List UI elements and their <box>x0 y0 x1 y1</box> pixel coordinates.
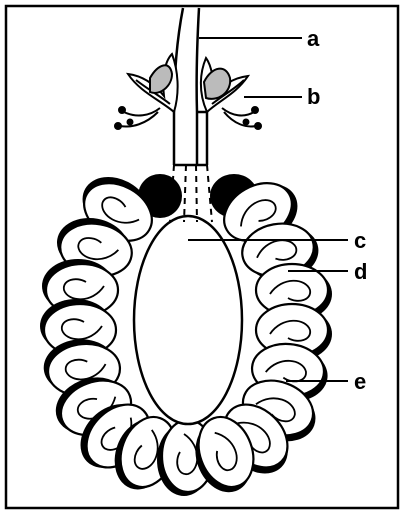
label-d: d <box>354 259 367 284</box>
label-e: e <box>354 369 366 394</box>
label-a: a <box>307 26 320 51</box>
label-c: c <box>354 228 366 253</box>
label-b: b <box>307 84 320 109</box>
central-receptacle <box>134 216 242 424</box>
